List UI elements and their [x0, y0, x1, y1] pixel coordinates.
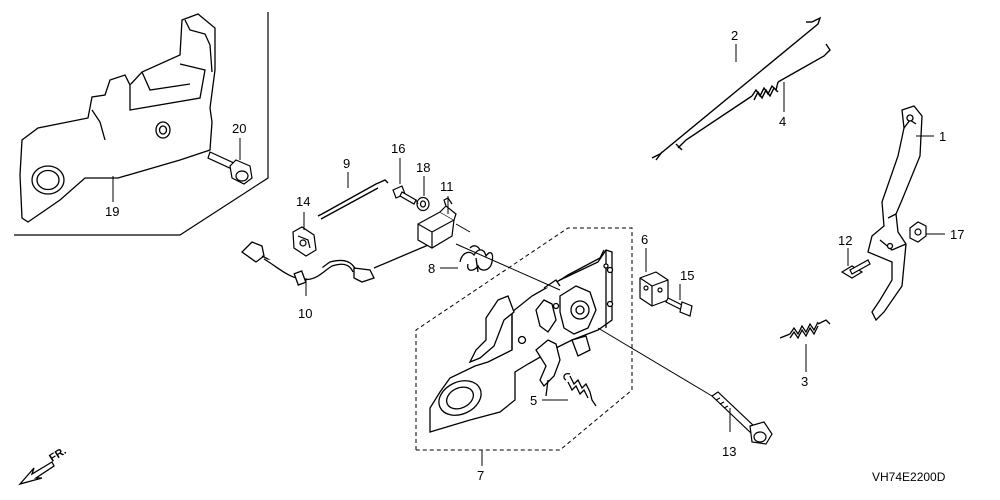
- assembly-7-boundary: [415, 227, 633, 451]
- callout-19: 19: [105, 204, 119, 219]
- shield-bolt: [207, 151, 253, 185]
- control-bracket-7: [429, 249, 614, 433]
- callout-20: 20: [232, 121, 246, 136]
- leader-lines: [112, 44, 945, 466]
- callout-18: 18: [416, 160, 430, 175]
- spring-5: [563, 372, 597, 407]
- callout-labels: 1 2 3 4 5 6 7 8 9 10 11 12 13 14 15 16 1…: [105, 28, 964, 483]
- screw-15: [665, 297, 693, 317]
- washer-18: [416, 196, 430, 212]
- callout-13: 13: [722, 444, 736, 459]
- callout-4: 4: [779, 114, 786, 129]
- callout-15: 15: [680, 268, 694, 283]
- callout-17: 17: [950, 227, 964, 242]
- screw-16: [392, 185, 417, 205]
- callout-16: 16: [391, 141, 405, 156]
- callout-9: 9: [343, 156, 350, 171]
- switch-11: [417, 197, 457, 249]
- inset-frame: [14, 12, 269, 236]
- callout-7: 7: [477, 468, 484, 483]
- rod-9: [317, 179, 389, 220]
- bolt-13: [711, 391, 773, 445]
- rod-spring-4: [675, 43, 831, 151]
- rod-2: [651, 16, 822, 161]
- callout-11: 11: [440, 179, 454, 194]
- front-direction-indicator: FR.: [18, 445, 69, 486]
- spring-8: [459, 245, 494, 273]
- front-label: FR.: [47, 445, 68, 465]
- shield-plate: [19, 13, 216, 223]
- nut-17: [909, 221, 927, 243]
- diagram-code: VH74E2200D: [872, 470, 946, 484]
- bolt-12: [840, 259, 871, 279]
- callout-1: 1: [939, 129, 946, 144]
- callout-3: 3: [801, 374, 808, 389]
- callout-12: 12: [838, 233, 852, 248]
- lever-1: [867, 105, 923, 322]
- clamp-6: [639, 271, 669, 307]
- callout-14: 14: [296, 194, 310, 209]
- callout-5: 5: [530, 393, 537, 408]
- wire-harness-10: [240, 239, 441, 286]
- callout-2: 2: [731, 28, 738, 43]
- callout-8: 8: [428, 261, 435, 276]
- front-arrow-icon: [18, 461, 55, 486]
- spring-3: [779, 319, 831, 340]
- clip-14: [292, 226, 317, 257]
- callout-6: 6: [641, 232, 648, 247]
- callout-10: 10: [298, 306, 312, 321]
